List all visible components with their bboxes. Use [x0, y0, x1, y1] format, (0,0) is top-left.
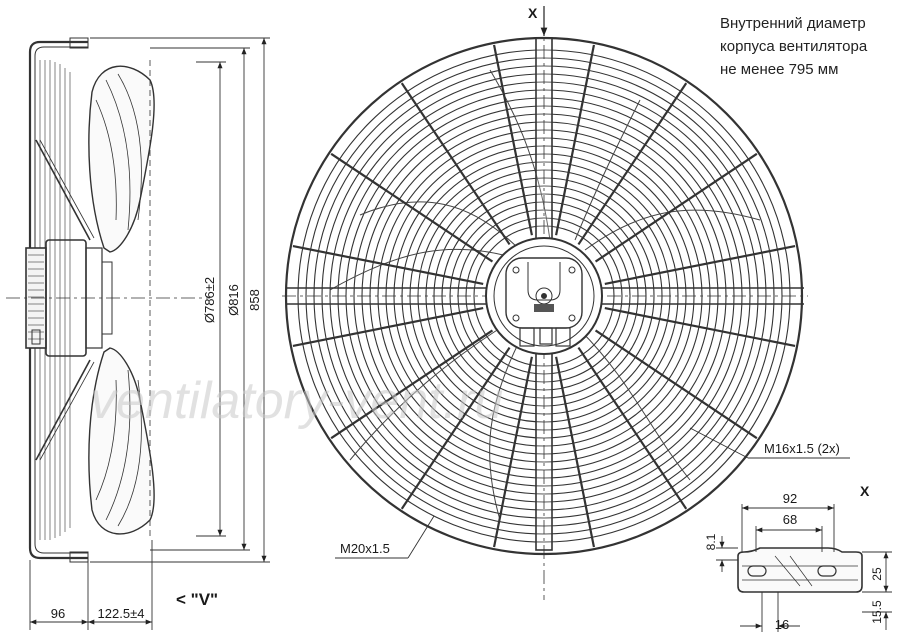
callout-m16: M16x1.5 (2x)	[764, 441, 840, 456]
guard-spoke	[292, 244, 484, 285]
front-guard-spokes	[292, 44, 796, 548]
guard-spoke	[577, 82, 688, 246]
guard-spoke	[400, 82, 511, 246]
guard-spoke	[492, 356, 533, 548]
front-hub	[485, 237, 603, 355]
detail-dimensions	[716, 504, 892, 632]
side-dimensions	[29, 37, 270, 630]
guard-spoke	[330, 152, 494, 263]
front-callouts	[335, 427, 850, 559]
guard-spoke	[594, 329, 758, 440]
detail-dim-92: 92	[783, 491, 797, 506]
detail-x-title: X	[860, 483, 870, 499]
side-view	[6, 37, 210, 563]
dim-depth-front: 96	[51, 606, 65, 621]
guard-spoke	[555, 44, 596, 236]
note-line-2: корпуса вентилятора	[720, 38, 868, 55]
guard-spoke	[604, 244, 796, 285]
dim-inner-diameter: Ø786±2	[202, 277, 217, 323]
front-blades	[329, 69, 761, 521]
callout-m20: M20x1.5	[340, 541, 390, 556]
guard-spoke	[330, 329, 494, 440]
guard-spoke	[604, 307, 796, 348]
guard-spoke	[400, 346, 511, 510]
detail-dim-15-5: 15.5	[870, 600, 884, 624]
view-v-marker: < "V"	[176, 590, 218, 609]
guard-spoke	[594, 152, 758, 263]
dim-overall-height: 858	[247, 289, 262, 311]
side-blades	[88, 60, 155, 540]
detail-dim-68: 68	[783, 512, 797, 527]
detail-dim-8-1: 8.1	[704, 533, 718, 550]
guard-spoke	[555, 356, 596, 548]
note-line-3: не менее 795 мм	[720, 61, 839, 78]
dim-depth-motor: 122.5±4	[98, 606, 145, 621]
view-x-marker: X	[528, 5, 538, 21]
note-line-1: Внутренний диаметр	[720, 15, 866, 32]
guard-spoke	[577, 346, 688, 510]
guard-spoke	[492, 44, 533, 236]
detail-bracket	[737, 547, 863, 593]
dim-ring-diameter: Ø816	[226, 284, 241, 316]
mounting-note: Внутренний диаметр корпуса вентилятора н…	[720, 12, 895, 81]
guard-spoke	[292, 307, 484, 348]
front-view	[282, 20, 808, 600]
detail-dim-16: 16	[775, 617, 789, 632]
watermark: ventilatory-vent.ru	[90, 372, 503, 430]
detail-x	[716, 504, 892, 632]
detail-dim-25: 25	[870, 567, 884, 581]
